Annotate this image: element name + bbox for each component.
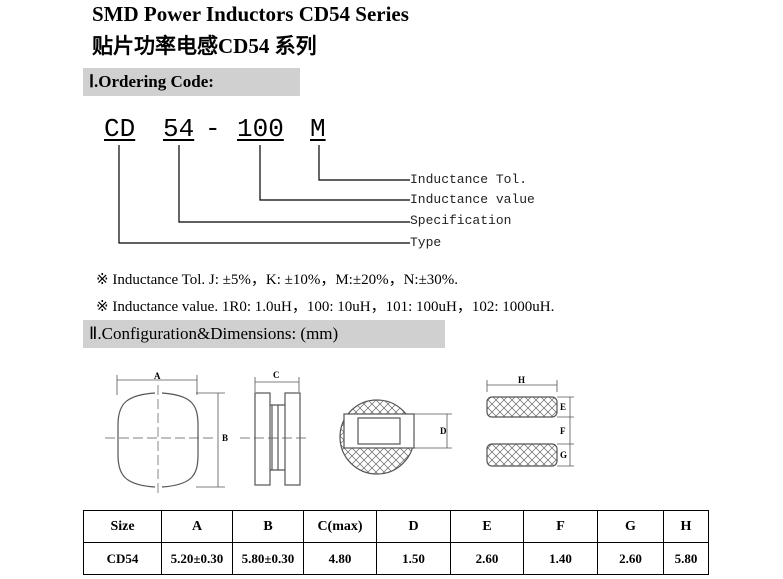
dim-label-c: C	[273, 370, 280, 380]
cell: 1.50	[376, 542, 451, 575]
label-value: Inductance value	[410, 192, 535, 207]
code-value: 100	[237, 114, 284, 144]
code-type: CD	[104, 114, 136, 144]
cell: 4.80	[303, 542, 377, 575]
dimensions-table: Size A B C(max) D E F G H CD54 5.20±0.30…	[83, 510, 709, 575]
note-tolerance: ※ Inductance Tol. J: ±5%，K: ±10%，M:±20%，…	[96, 272, 459, 288]
cell: 5.20±0.30	[161, 542, 233, 575]
cell: 1.40	[523, 542, 598, 575]
header-cell: C(max)	[303, 510, 377, 543]
code-spec: 54	[163, 114, 195, 144]
dim-label-a: A	[154, 371, 161, 381]
header-cell: H	[663, 510, 709, 543]
dim-label-d: D	[440, 426, 447, 436]
label-spec: Specification	[410, 213, 512, 228]
title-cn: 贴片功率电感CD54 系列	[92, 34, 317, 58]
label-tol: Inductance Tol.	[410, 172, 528, 187]
header-cell: E	[450, 510, 524, 543]
cell: CD54	[83, 542, 162, 575]
label-type: Type	[410, 235, 442, 250]
table-header-row: Size A B C(max) D E F G H	[83, 510, 709, 543]
cell: 2.60	[597, 542, 664, 575]
header-cell: Size	[83, 510, 162, 543]
header-cell: D	[376, 510, 451, 543]
title-en: SMD Power Inductors CD54 Series	[92, 2, 409, 26]
header-cell: A	[161, 510, 233, 543]
header-cell: G	[597, 510, 664, 543]
dim-label-b: B	[222, 433, 228, 443]
cell: 5.80	[663, 542, 709, 575]
dim-label-f: F	[560, 426, 566, 436]
note-value: ※ Inductance value. 1R0: 1.0uH，100: 10uH…	[96, 299, 555, 315]
dim-label-e: E	[560, 402, 566, 412]
dim-label-g: G	[560, 450, 567, 460]
section-dimensions: Ⅱ.Configuration&Dimensions: (mm)	[83, 320, 445, 348]
dim-label-h: H	[518, 375, 525, 385]
header-cell: B	[232, 510, 304, 543]
cell: 2.60	[450, 542, 524, 575]
code-tol: M	[310, 114, 326, 144]
header-cell: F	[523, 510, 598, 543]
section-ordering-code: Ⅰ.Ordering Code:	[83, 68, 300, 96]
table-row: CD54 5.20±0.30 5.80±0.30 4.80 1.50 2.60 …	[83, 542, 709, 575]
cell: 5.80±0.30	[232, 542, 304, 575]
code-dash: -	[205, 114, 221, 144]
